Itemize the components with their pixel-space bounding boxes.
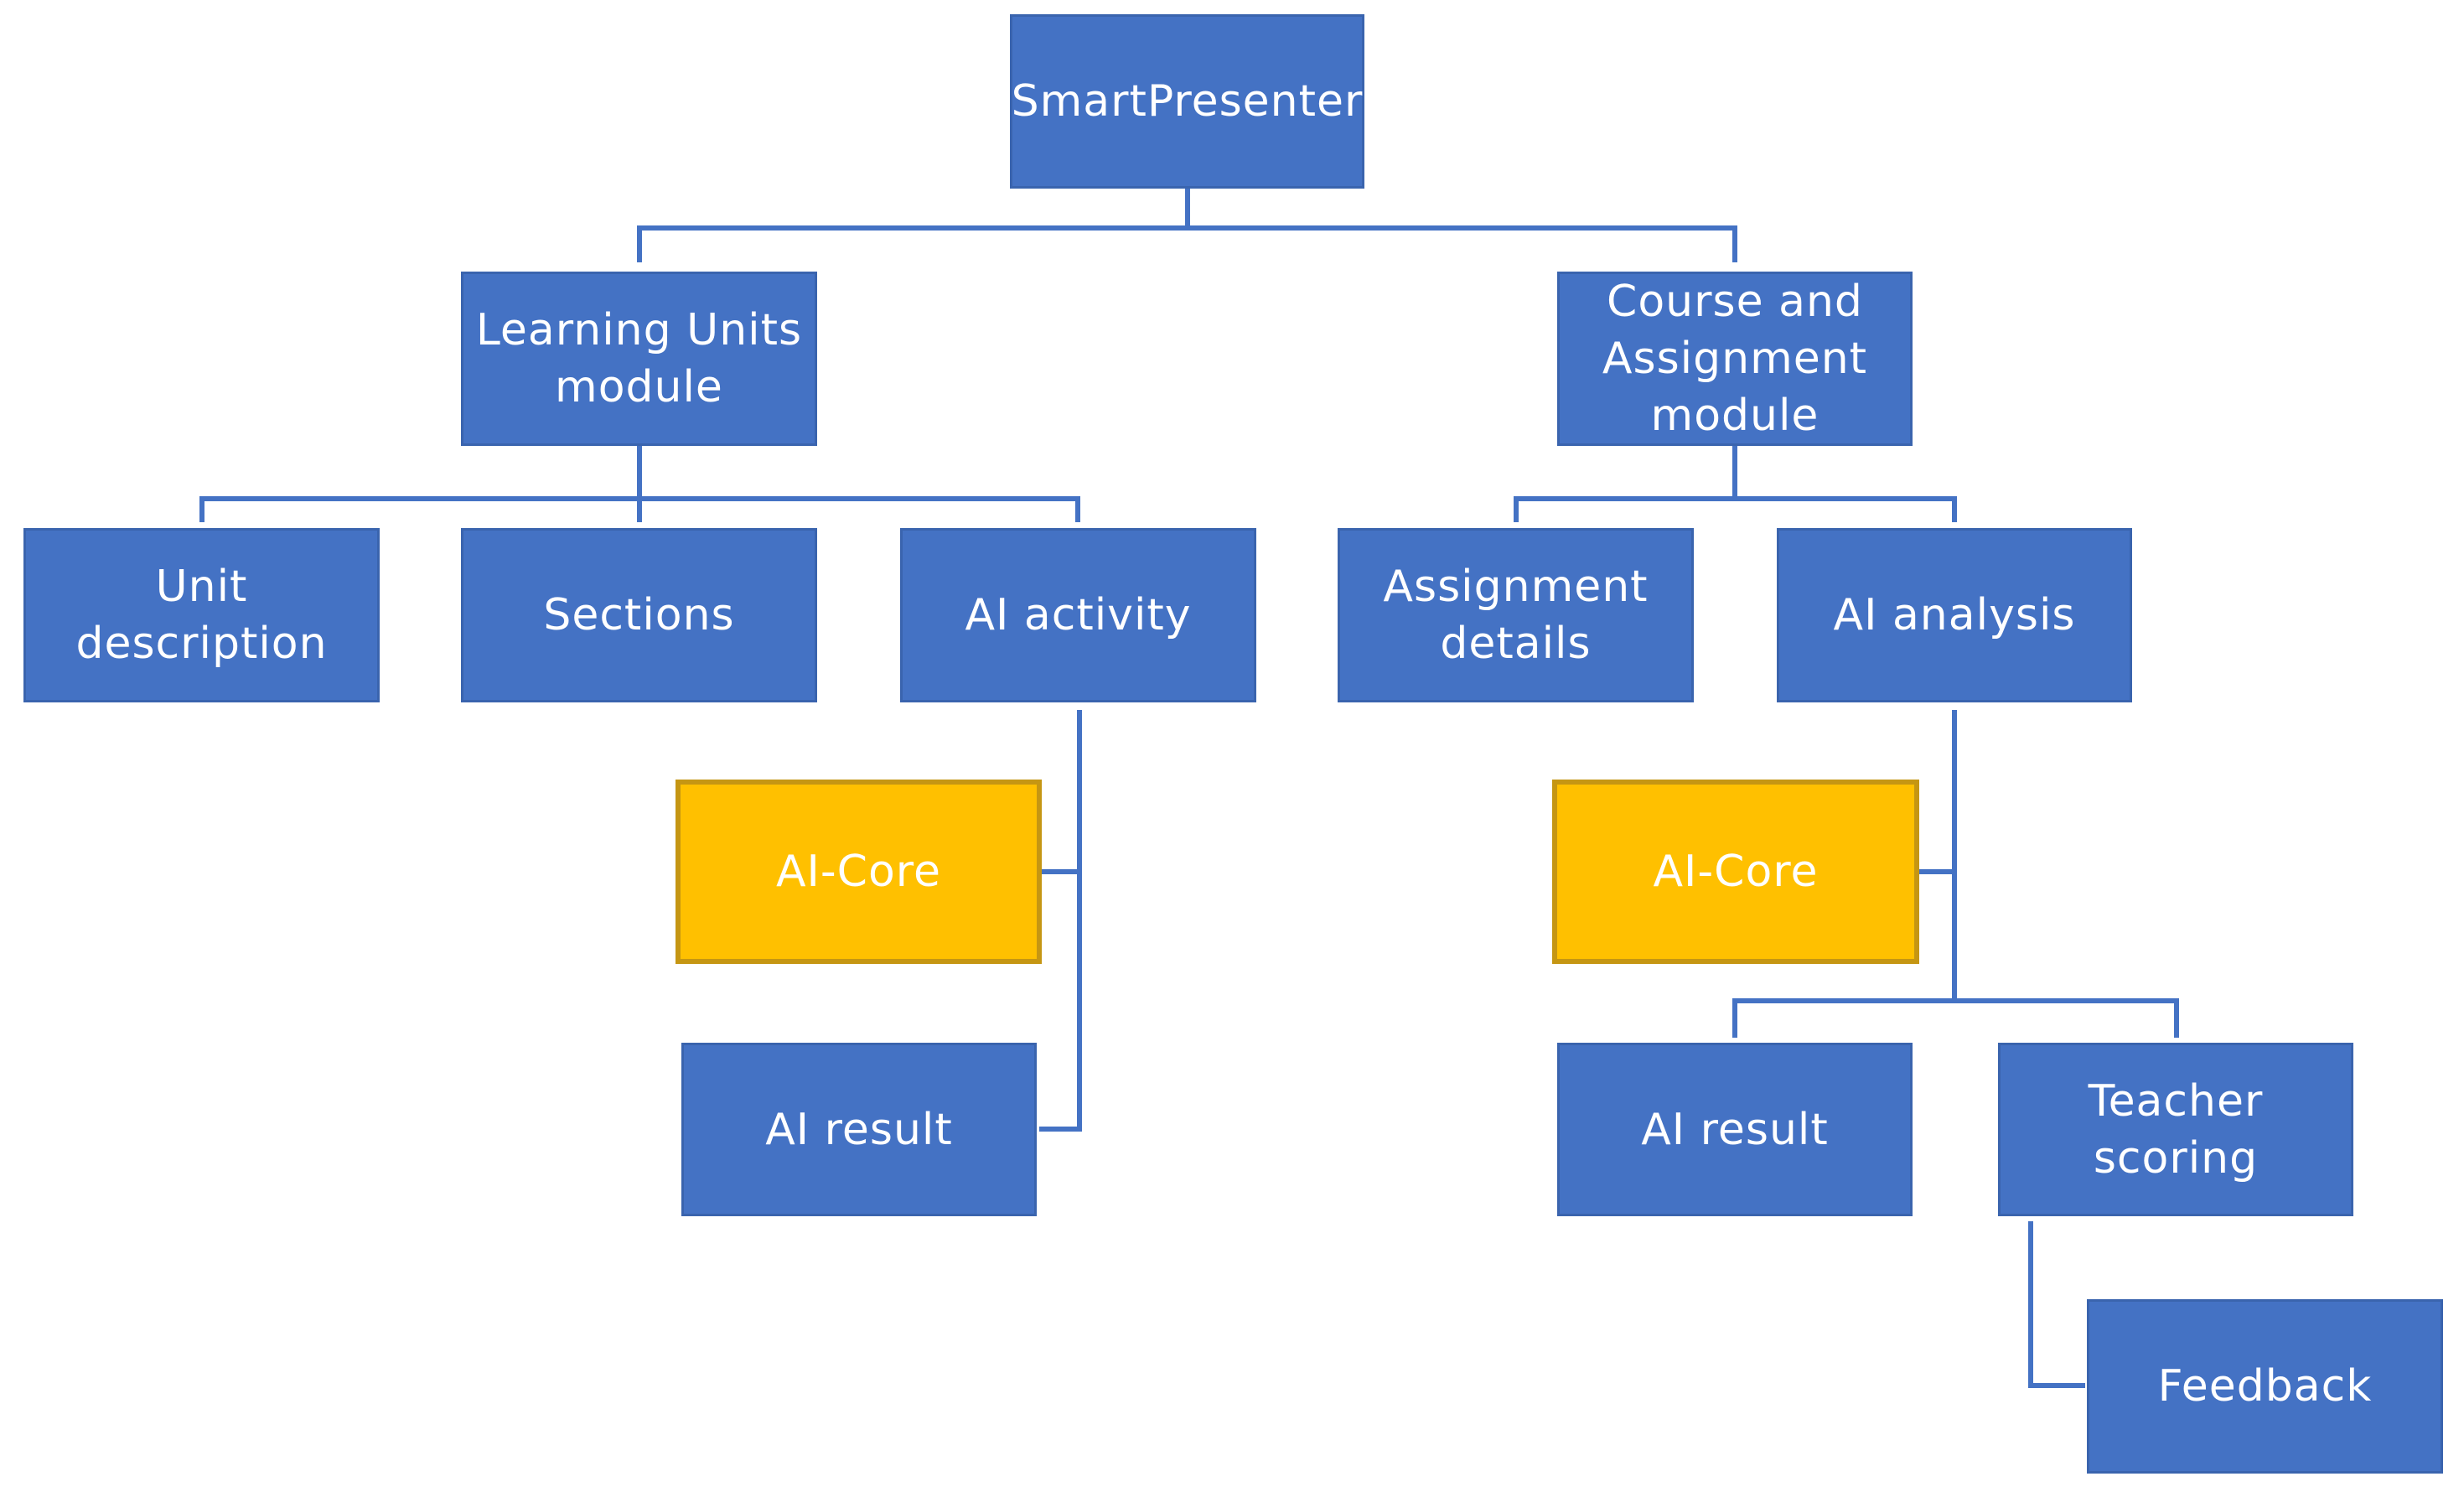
connector-teacher-scoring-to-feedback [2028, 1221, 2085, 1388]
node-ai-analysis: AI analysis [1777, 528, 2132, 702]
node-assignment-details: Assignment details [1338, 528, 1694, 702]
node-sections: Sections [461, 528, 817, 702]
connector-ai-analysis-branch [1732, 710, 2179, 1038]
node-ai-result-left: AI result [681, 1043, 1037, 1216]
node-smartpresenter: SmartPresenter [1010, 14, 1364, 189]
node-feedback: Feedback [2087, 1299, 2443, 1474]
node-unit-description: Unit description [23, 528, 380, 702]
connector-ai-activity-branch [1039, 710, 1082, 1132]
node-teacher-scoring: Teacher scoring [1998, 1043, 2353, 1216]
node-ai-result-right: AI result [1557, 1043, 1913, 1216]
node-ai-core-right: AI-Core [1552, 780, 1919, 964]
connector-course-to-children [1514, 443, 1957, 522]
node-ai-activity: AI activity [900, 528, 1256, 702]
connector-root-to-modules [637, 186, 1737, 262]
node-learning-units-module: Learning Units module [461, 272, 817, 446]
connector-learning-units-to-children [199, 443, 1080, 522]
node-course-assignment-module: Course and Assignment module [1557, 272, 1913, 446]
node-ai-core-left: AI-Core [676, 780, 1042, 964]
